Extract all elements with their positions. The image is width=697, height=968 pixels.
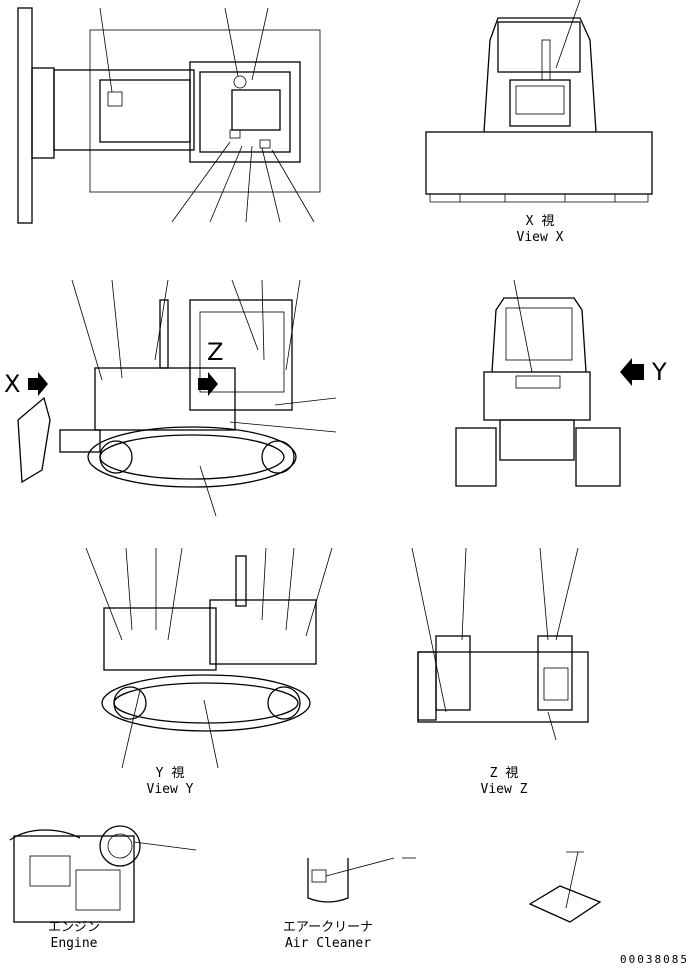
track-side [87, 426, 297, 488]
engine-en: Engine [50, 936, 98, 951]
label-plate-drawing [528, 851, 602, 923]
drawing-number: 00038085 [620, 953, 689, 966]
view-x-caption: X 視 View X [500, 214, 580, 246]
air-cleaner-jp: エアークリーナ [282, 920, 374, 935]
air-cleaner-en: Air Cleaner [284, 936, 372, 951]
track-right [101, 674, 311, 732]
rear-view [455, 279, 644, 487]
view-x-drawing [425, 0, 653, 203]
blade-top [17, 7, 33, 224]
cab-top [189, 61, 301, 163]
arrow-z-icon [198, 372, 218, 396]
marker-x: X [4, 370, 21, 398]
view-y-drawing [85, 547, 333, 769]
blade-side [17, 396, 51, 484]
view-z-jp: Z 視 [489, 766, 519, 781]
engine-drawing [9, 825, 197, 923]
view-x-en: View X [516, 230, 564, 245]
marker-y: Y [652, 358, 667, 386]
view-z-caption: Z 視 View Z [464, 766, 544, 798]
engine-jp: エンジン [47, 920, 100, 935]
cab-side [189, 299, 293, 411]
marker-z: Z [207, 338, 224, 366]
top-view [17, 7, 321, 224]
blade-front [425, 131, 653, 195]
air-cleaner-caption: エアークリーナ Air Cleaner [268, 920, 388, 952]
view-x-jp: X 視 [525, 214, 555, 229]
view-y-jp: Y 視 [155, 766, 185, 781]
view-y-caption: Y 視 View Y [130, 766, 210, 798]
engine-caption: エンジン Engine [34, 920, 114, 952]
view-z-drawing [411, 547, 589, 741]
arrow-x-icon [28, 372, 48, 396]
view-z-en: View Z [480, 782, 528, 797]
arrow-y-icon [620, 358, 644, 386]
side-view [17, 279, 337, 517]
air-cleaner-drawing [307, 857, 416, 903]
view-y-en: View Y [146, 782, 194, 797]
